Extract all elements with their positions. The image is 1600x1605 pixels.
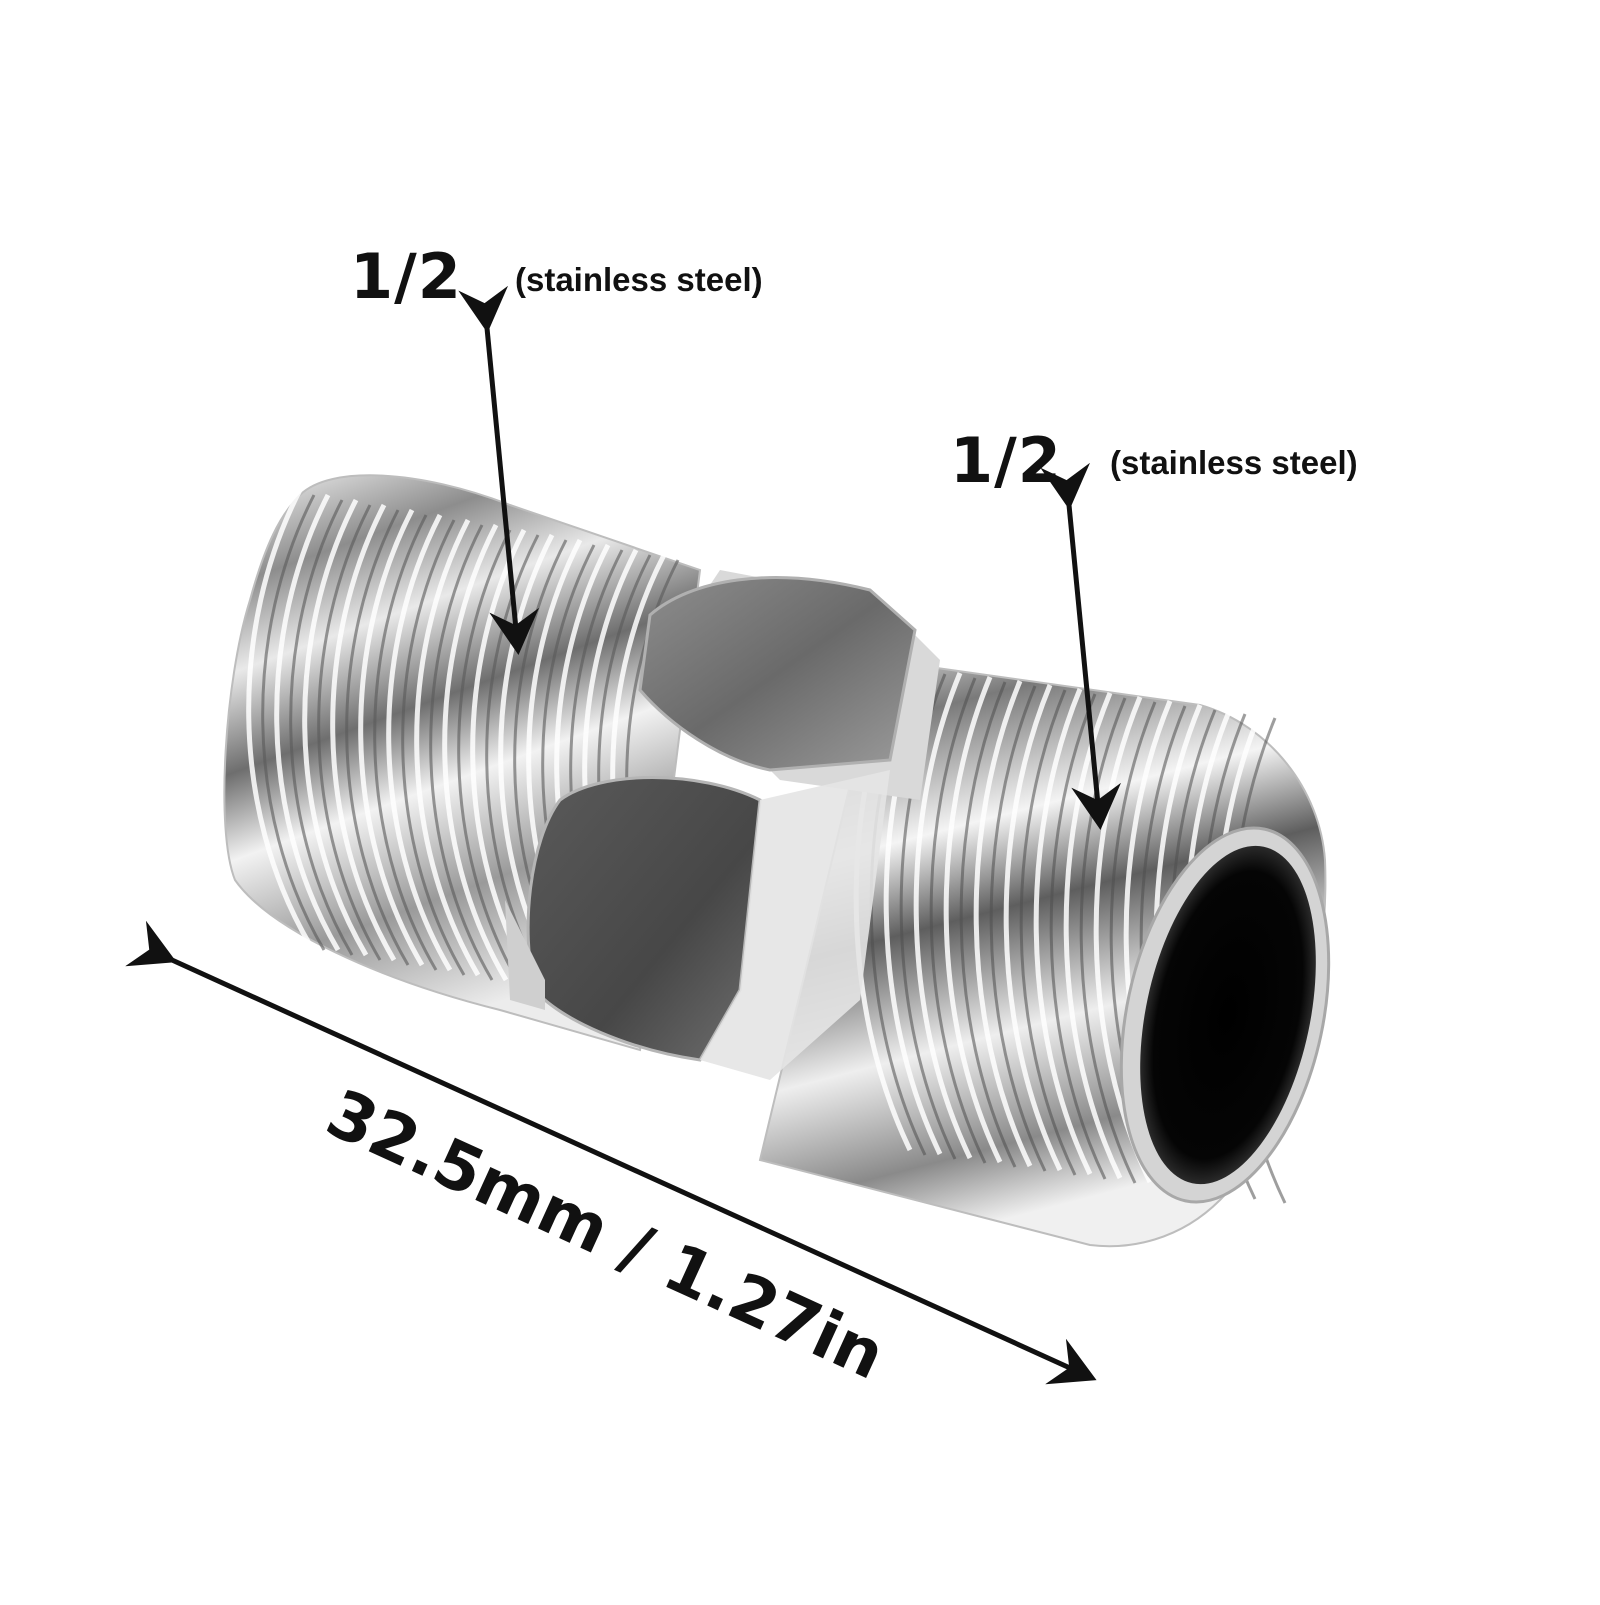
thread-ridge (330, 503, 397, 962)
arrow-thread-right (1040, 462, 1122, 830)
thread-groove (261, 494, 326, 951)
thread-ridge (274, 493, 341, 952)
thread-groove (373, 514, 438, 971)
material-label-right: (stainless steel) (1110, 444, 1358, 481)
arrow-thread-left (458, 285, 540, 655)
thread-ridge (246, 488, 313, 947)
thread-groove (317, 504, 382, 961)
thread-ridge (358, 508, 425, 967)
thread-ridge (302, 498, 369, 957)
thread-groove (289, 499, 354, 956)
thread-ridge (414, 518, 481, 977)
thread-groove (345, 509, 410, 966)
arrow-length (125, 920, 1097, 1385)
thread-size-label-left: 1/2 (350, 240, 462, 313)
material-label-left: (stainless steel) (515, 261, 763, 298)
thread-size-label-right: 1/2 (950, 424, 1062, 497)
thread-groove (401, 519, 466, 976)
thread-ridge (386, 513, 453, 972)
pipe-opening (1119, 826, 1331, 1204)
